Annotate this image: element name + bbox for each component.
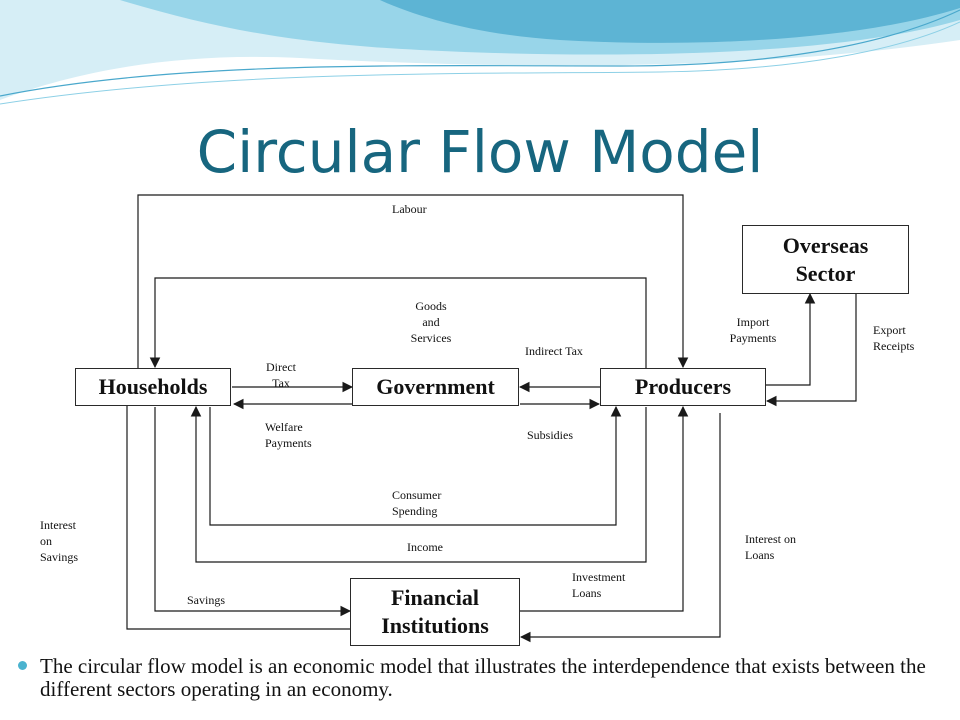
banner-curve-line (0, 9, 960, 97)
goods-line3: Services (410, 331, 452, 345)
interest-savings-line3: Savings (40, 550, 79, 564)
welfare-line2: Payments (265, 436, 312, 450)
overseas-label-line1: Overseas (782, 232, 869, 258)
interest-on-savings-label: Interest on Savings (40, 517, 78, 565)
bullet-text: The circular flow model is an economic m… (40, 654, 926, 701)
consumer-spending-arrow (209, 405, 622, 526)
import-line1: Import (736, 315, 770, 329)
government-node: Government (352, 368, 519, 406)
interest-savings-line1: Interest (40, 518, 76, 532)
interest-on-loans-arrow (519, 413, 721, 643)
goods-line2: and (422, 315, 440, 329)
financial-institutions-node: Financial Institutions (350, 578, 520, 646)
savings-arrow (154, 407, 352, 617)
investment-loans-arrow (520, 405, 689, 612)
producers-label: Producers (634, 374, 732, 399)
overseas-label-line2: Sector (795, 260, 856, 286)
overseas-sector-node: Overseas Sector (742, 225, 909, 294)
interest-loans-line1: Interest on (745, 532, 796, 546)
export-line2: Receipts (873, 339, 915, 353)
investment-loans-label: Investment Loans (572, 569, 625, 601)
banner-curve-line-2 (0, 21, 960, 105)
income-label: Income (407, 540, 443, 554)
investment-line2: Loans (572, 586, 602, 600)
interest-on-loans-label: Interest on Loans (745, 531, 796, 563)
government-label: Government (376, 374, 495, 399)
savings-label: Savings (187, 593, 226, 607)
import-payments-arrow (766, 292, 816, 386)
slide-title: Circular Flow Model (196, 118, 764, 186)
export-receipts-arrow (765, 294, 857, 407)
bullet-dot-icon (18, 661, 27, 670)
financial-label-line1: Financial (390, 585, 479, 610)
financial-label-line2: Institutions (381, 613, 489, 638)
interest-on-savings-arrow (121, 377, 350, 630)
labour-flow-arrow (137, 194, 689, 369)
welfare-payments-label: Welfare Payments (265, 419, 312, 451)
welfare-line1: Welfare (265, 420, 303, 434)
labour-label: Labour (392, 202, 427, 216)
interest-savings-line2: on (40, 534, 52, 548)
direct-tax-label: Direct Tax (256, 359, 306, 391)
direct-tax-line2: Tax (272, 376, 290, 390)
indirect-tax-label: Indirect Tax (525, 344, 583, 358)
header-wave-banner (0, 0, 960, 105)
producers-node: Producers (600, 368, 766, 406)
direct-tax-line1: Direct (266, 360, 296, 374)
goods-services-label: Goods and Services (400, 298, 462, 346)
consumer-line2: Spending (392, 504, 438, 518)
households-node: Households (75, 368, 231, 406)
import-payments-label: Import Payments (720, 314, 786, 346)
income-arrow (190, 405, 647, 563)
subsidies-label: Subsidies (527, 428, 574, 442)
interest-loans-line2: Loans (745, 548, 775, 562)
goods-line1: Goods (415, 299, 447, 313)
goods-services-flow-arrow (149, 277, 647, 369)
consumer-line1: Consumer (392, 488, 442, 502)
households-label: Households (98, 374, 208, 399)
investment-line1: Investment (572, 570, 626, 584)
export-line1: Export (873, 323, 906, 337)
banner-wave-dark (380, 0, 960, 43)
consumer-spending-label: Consumer Spending (392, 487, 441, 519)
export-receipts-label: Export Receipts (873, 322, 914, 354)
import-line2: Payments (729, 331, 777, 345)
